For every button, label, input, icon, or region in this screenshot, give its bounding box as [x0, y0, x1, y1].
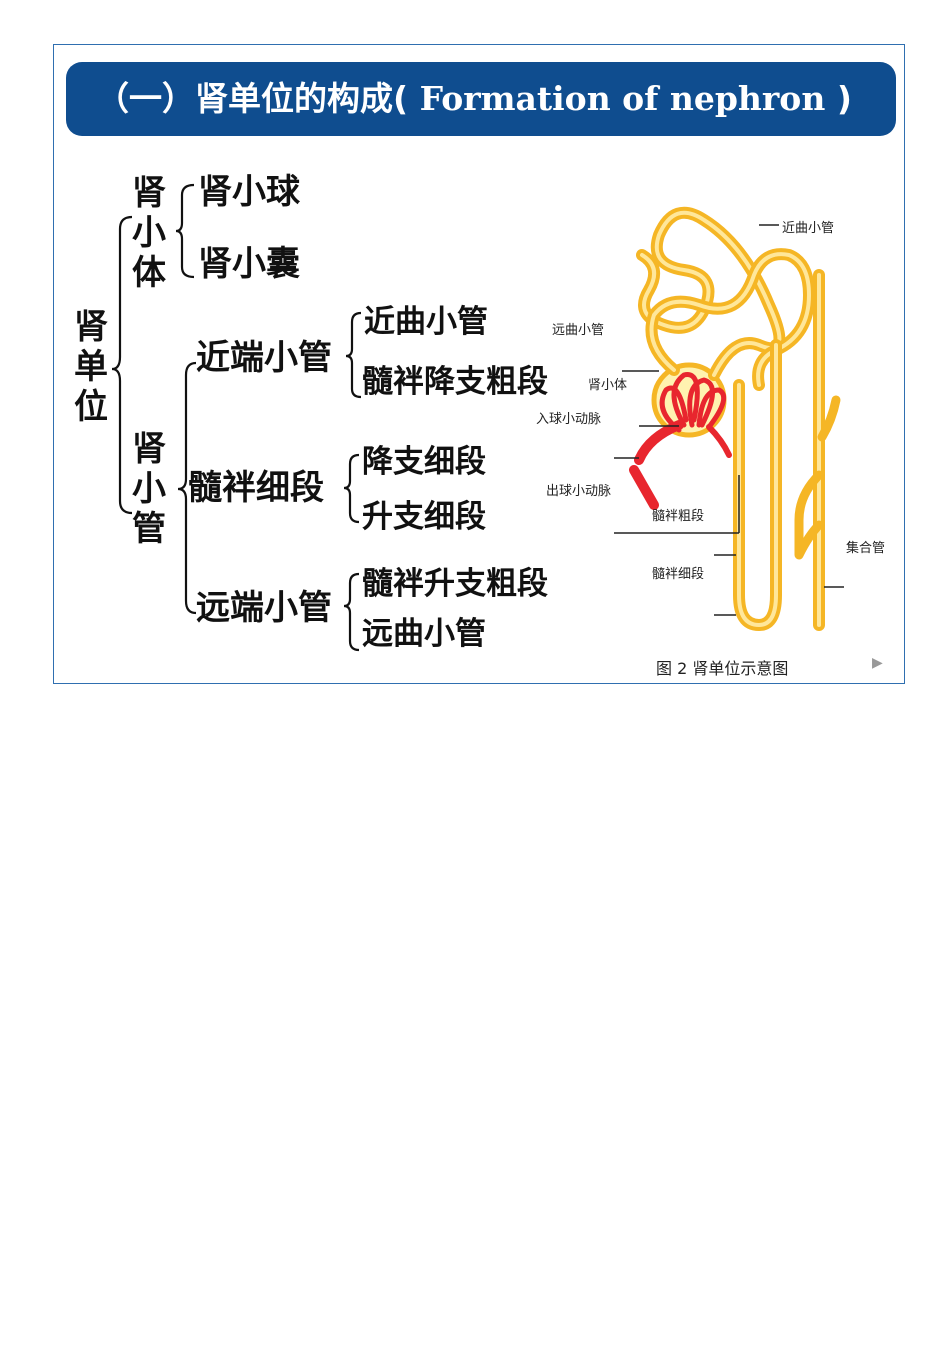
node-corpuscle: 肾小体 [132, 173, 166, 293]
afferent-arteriole [634, 420, 684, 465]
label-thin-segment: 髓袢细段 [652, 567, 705, 582]
leaf-glomerulus: 肾小球 [198, 172, 300, 212]
brace-tubule [177, 361, 197, 615]
label-afferent-arteriole: 入球小动脉 [536, 412, 602, 427]
node-distal: 远端小管 [196, 588, 332, 628]
efferent-arteriole [706, 424, 732, 458]
nephron-illustration [614, 206, 844, 631]
leaf-distal-convoluted: 远曲小管 [362, 616, 486, 652]
page-title: （一）肾单位的构成( Formation of nephron ) [96, 62, 852, 136]
brace-thin [343, 453, 360, 524]
slide: （一）肾单位的构成( Formation of nephron ) 肾单位 肾小… [53, 44, 905, 684]
node-proximal: 近端小管 [196, 338, 332, 378]
leaf-descending-thin: 降支细段 [362, 444, 486, 480]
brace-distal [343, 572, 360, 652]
label-collecting-duct: 集合管 [846, 541, 886, 556]
brace-proximal [345, 311, 362, 399]
label-renal-corpuscle: 肾小体 [588, 378, 628, 393]
play-icon[interactable]: ▶ [872, 655, 883, 671]
leaf-capsule: 肾小囊 [198, 244, 300, 284]
tree-braces [111, 183, 362, 652]
node-tubule: 肾小管 [132, 429, 166, 549]
title-en: Formation of nephron [408, 79, 837, 118]
label-proximal-convoluted: 近曲小管 [782, 221, 835, 236]
figure-caption: 图 2 肾单位示意图 [656, 659, 789, 678]
leaf-descending-thick: 髓袢降支粗段 [362, 364, 548, 400]
title-close: ) [836, 79, 852, 118]
label-distal-convoluted: 远曲小管 [552, 323, 605, 338]
glomerulus [659, 372, 727, 433]
node-thin-segment: 髓袢细段 [188, 468, 324, 508]
brace-corpuscle [175, 183, 195, 279]
label-efferent-arteriole: 出球小动脉 [546, 484, 612, 499]
brace-root [111, 215, 133, 515]
label-thick-segment: 髓袢粗段 [652, 509, 705, 524]
leaf-ascending-thick: 髓袢升支粗段 [362, 566, 548, 602]
tree-root: 肾单位 [74, 307, 108, 427]
title-banner: （一）肾单位的构成( Formation of nephron ) [66, 62, 896, 136]
leaf-ascending-thin: 升支细段 [362, 499, 486, 535]
title-zh: （一）肾单位的构成( [96, 79, 409, 118]
leaf-proximal-convoluted: 近曲小管 [364, 304, 488, 340]
